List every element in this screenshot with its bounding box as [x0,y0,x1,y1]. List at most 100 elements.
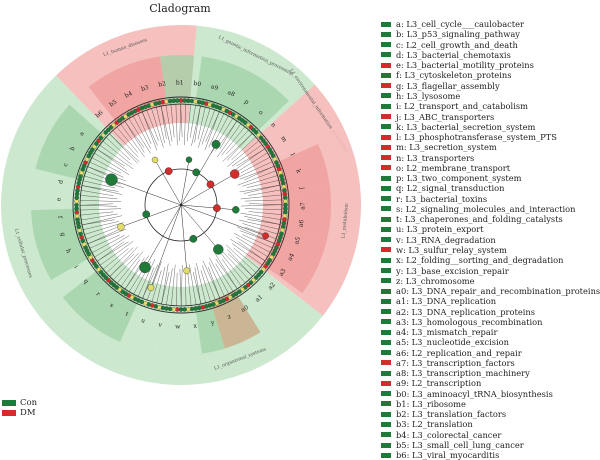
branch-line [219,120,237,150]
group-label: DM [20,408,36,418]
branch-line [180,204,266,237]
branch-line [141,111,158,146]
branch-line [133,115,151,149]
branch-line [120,123,145,158]
legend-item: s: L2_signaling_molecules_and_interactio… [381,204,599,214]
legend-swatch [381,247,391,253]
branch-line [120,204,182,228]
branch-line [179,103,182,142]
clade-label: b2 [158,80,167,88]
legend-label: a5: L3_nucleotide_excision [396,337,509,348]
phylum-node [213,204,221,212]
legend-item: a: L3_cell_cycle___caulobacter [381,19,599,29]
legend-item: x: L2_folding__sorting_and_degradation [381,255,599,265]
legend-item: b0: L3_aminoacyl_tRNA_biosynthesis [381,389,599,399]
branch-line [237,170,277,186]
branch-line [194,267,201,305]
legend-label: l: L3_phosphotransferase_system_PTS [396,132,557,143]
branch-line [202,260,221,299]
legend-item: a8: L3_transcription_machinery [381,368,599,378]
clade-label: b0 [193,80,202,88]
clade-label: a2 [267,281,277,291]
branch-line [240,212,281,220]
clade-label: m [279,135,288,144]
branch-line [137,258,156,297]
subsector [194,300,225,354]
branch-line [176,272,178,306]
branch-line [81,185,119,192]
branch-line [191,105,201,146]
legend-swatch [381,278,391,284]
legend-swatch [381,175,391,181]
clade-label: a0 [240,304,250,314]
legend-item: a1: L3_DNA_replication [381,296,599,306]
branch-line [187,268,192,306]
branch-line [165,105,173,142]
phylum-node [189,234,198,243]
branch-line [225,244,257,273]
branch-line [142,267,155,299]
branch-line [242,175,278,187]
branch-line [106,247,134,274]
cladogram-title: Cladogram [149,2,211,15]
legend-label: a6: L2_replication_and_repair [396,347,522,358]
branch-line [146,261,162,301]
branch-line [234,161,273,179]
branch-line [221,254,246,284]
clade-label: x [193,322,198,329]
legend-swatch [381,339,391,345]
branch-line [81,190,114,197]
clade-label: g [59,232,67,238]
branch-line [124,255,149,290]
clade-label: a1 [254,294,264,304]
branch-line [156,266,166,304]
branch-line [189,264,197,305]
legend-swatch [381,288,391,294]
clade-label: t [124,311,130,319]
clade-label: y [209,319,216,327]
branch-line [83,221,120,230]
branch-line [184,104,186,146]
clade-label: a6 [298,219,306,228]
branch-line [142,111,157,151]
legend-item: g: L3_flagellar_assembly [381,81,599,91]
legend-label: r: L3_bacterial_toxins [396,193,488,204]
branch-line [81,213,118,221]
branch-line [192,271,202,305]
branch-line [222,133,253,162]
legend-swatch [381,226,391,232]
branch-line [198,108,211,148]
legend-item: a6: L2_replication_and_repair [381,348,599,358]
branch-line [243,215,281,225]
legend-label: i: L2_transport_and_catabolism [396,101,528,112]
legend-swatch [381,309,391,315]
legend-item: k: L3_bacterial_secretion_system [381,122,599,132]
legend-label: c: L2_cell_growth_and_death [396,39,518,50]
legend-swatch [381,31,391,37]
branch-line [142,264,158,299]
branch-line [221,126,246,156]
clade-label: c [62,162,70,168]
subsector [88,56,168,127]
branch-line [186,104,191,142]
branch-line [180,264,183,307]
legend-swatch [381,391,391,397]
legend-swatch [381,155,391,161]
branch-line [239,166,275,180]
clade-node [229,169,240,179]
branch-line [79,204,118,207]
branch-line [239,185,281,193]
legend-item: b: L3_p53_signaling_pathway [381,29,599,39]
branch-line [227,249,253,277]
branch-line [239,219,280,230]
branch-line [96,149,126,167]
branch-line [170,104,175,138]
branch-line [146,109,159,141]
branch-line [128,118,151,154]
legend-item: a2: L3_DNA_replication_proteins [381,306,599,317]
clade-node [105,173,118,186]
branch-line [180,173,235,206]
clade-label: b3 [140,84,150,93]
branch-line [82,180,116,189]
branch-line [215,263,234,292]
